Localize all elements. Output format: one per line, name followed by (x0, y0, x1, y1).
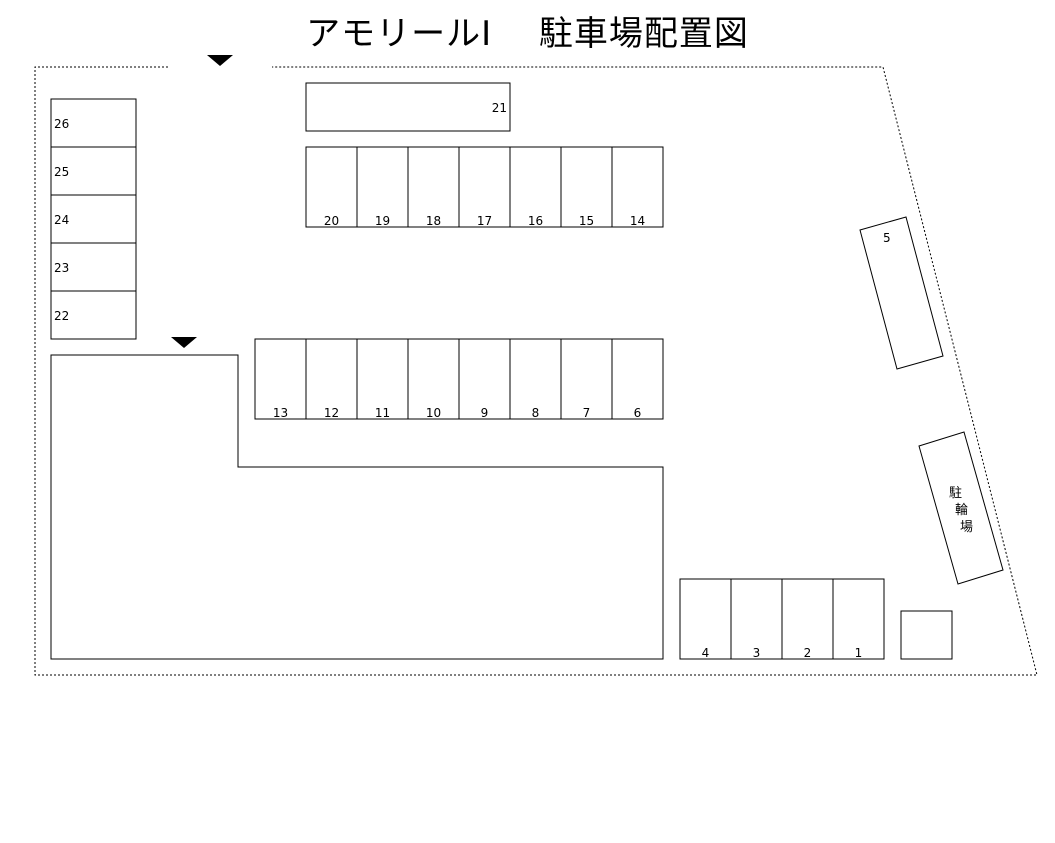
slot-number: 22 (54, 309, 69, 323)
slot-number: 12 (324, 406, 339, 420)
parking-slot (305, 146, 358, 228)
slot-number: 9 (481, 406, 489, 420)
slot-number: 5 (883, 231, 891, 245)
left-column-slots: 26 25 24 23 22 (50, 98, 137, 340)
middle-row-slots: 13 12 11 10 9 8 7 6 (254, 338, 664, 420)
parking-slot (356, 338, 409, 420)
bicycle-parking-char: 輪 (955, 502, 968, 518)
parking-slot (50, 98, 137, 148)
slot-number: 6 (634, 406, 642, 420)
parking-slot (611, 146, 664, 228)
bicycle-parking-char: 場 (960, 520, 973, 535)
parking-slot (50, 290, 137, 340)
parking-slot (356, 146, 409, 228)
parking-slot (611, 338, 664, 420)
site-boundary (34, 66, 1038, 676)
upper-row-slots: 20 19 18 17 16 15 14 (305, 146, 664, 228)
slot-number: 10 (426, 406, 441, 420)
parking-slot (560, 146, 613, 228)
slot-number: 20 (324, 214, 339, 228)
parking-slot (509, 146, 562, 228)
slot-number: 17 (477, 214, 492, 228)
utility-box (900, 610, 953, 660)
slot-number: 4 (702, 646, 710, 660)
parking-slot (781, 578, 834, 660)
parking-slot (407, 338, 460, 420)
slot-number: 8 (532, 406, 540, 420)
parking-slot (730, 578, 783, 660)
parking-slot-21 (305, 82, 511, 132)
slot-number: 23 (54, 261, 69, 275)
entrance-arrow-middle (171, 337, 197, 348)
slot-number: 18 (426, 214, 441, 228)
slot-number: 25 (54, 165, 69, 179)
parking-slot (458, 146, 511, 228)
slot-number: 7 (583, 406, 591, 420)
parking-slot (679, 578, 732, 660)
slot-number: 2 (804, 646, 812, 660)
slot-number: 24 (54, 213, 69, 227)
parking-slot (305, 338, 358, 420)
bottom-row-slots: 4 3 2 1 (679, 578, 885, 660)
entrance-arrow-top (207, 55, 233, 66)
parking-slot (458, 338, 511, 420)
parking-slot-5 (859, 216, 944, 370)
slot-number: 26 (54, 117, 69, 131)
slot-number: 15 (579, 214, 594, 228)
slot-number: 19 (375, 214, 390, 228)
parking-slot (560, 338, 613, 420)
page-title: アモリールⅠ 駐車場配置図 (306, 14, 749, 54)
parking-slot (832, 578, 885, 660)
slot-number: 1 (855, 646, 863, 660)
slot-number: 16 (528, 214, 543, 228)
slot-number: 21 (492, 101, 507, 115)
parking-slot (509, 338, 562, 420)
parking-slot (407, 146, 460, 228)
slot-number: 13 (273, 406, 288, 420)
slot-number: 11 (375, 406, 390, 420)
bicycle-parking-area (918, 431, 1004, 585)
slot-number: 14 (630, 214, 645, 228)
parking-slot (254, 338, 307, 420)
building-outline (50, 354, 664, 660)
bicycle-parking-char: 駐 (949, 486, 962, 501)
slot-number: 3 (753, 646, 761, 660)
